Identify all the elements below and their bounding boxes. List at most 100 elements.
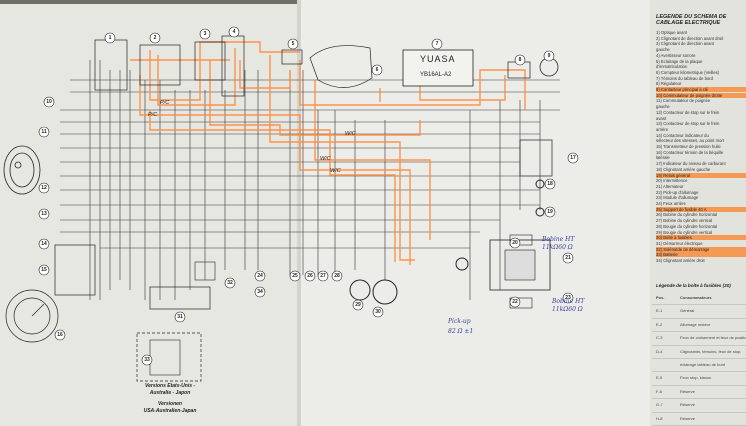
fuse-row: C-3 Feux de croisement et feux de positio… [652, 332, 746, 346]
callout-number: 21 [565, 255, 571, 261]
legend-item: 2) Clignotant de direction avant droit [656, 35, 724, 41]
legend-item: 11) Commutateur de poignée [656, 98, 711, 104]
handwritten-coil1-value: 11kΩ60 Ω [542, 244, 573, 251]
fuse-row: E-5 Feux stop, klaxon [652, 372, 746, 386]
versions-caption-3: Versionen [158, 401, 182, 407]
legend-item: gauche [656, 47, 670, 53]
legend-item: 1) Optique avant [656, 30, 687, 35]
legend-item: 3) Clignotant de direction avant [656, 41, 714, 47]
callout-number: 11 [41, 129, 47, 135]
callout-number: 18 [547, 181, 553, 187]
legend-item: 32) Solénoïde de démarrage [656, 246, 746, 252]
speedometer-icon [5, 289, 59, 343]
callout-number: 14 [41, 241, 47, 247]
legend-panel [650, 0, 746, 426]
callout-number: 19 [547, 209, 553, 215]
legend-item: 28) Bougie du cylindre horizontal [656, 223, 717, 229]
callout-number: 20 [512, 240, 518, 246]
callout-number: 8 [518, 57, 522, 63]
callout-number: 29 [355, 302, 361, 308]
fuse-row: E-2 Allumage moteur [652, 319, 746, 333]
legend-title-line1: LEGENDE DU SCHEMA DE [656, 14, 727, 20]
legend-item: 14) Contacteur indicateur du [656, 132, 709, 138]
callout-number: 27 [320, 273, 326, 279]
fuse-consumer: Feux stop, klaxon [680, 375, 712, 381]
wire-code: P/C [160, 100, 170, 106]
fuse-pos: E-2 [656, 321, 663, 327]
legend-item: 20) Intermittence [656, 178, 688, 184]
legend-item: 7) Témoins du tableau de bord [656, 75, 713, 81]
callout-number: 10 [46, 99, 52, 105]
schematic-svg [3, 26, 579, 382]
legend-item: 13) Contacteur de stop sur le frein [656, 121, 720, 127]
legend-item: gauche [656, 104, 670, 110]
fuse-consumer: Réserve [680, 415, 695, 421]
callout-number: 31 [177, 314, 183, 320]
handwritten-pickup-value: 82 Ω ±1 [448, 328, 474, 335]
legend-item: 25) Support de fusible 40 A [656, 206, 746, 212]
callout-number: 28 [334, 273, 340, 279]
callout-number: 5 [291, 41, 295, 47]
handwritten-pickup: Pick-up [448, 318, 471, 325]
center-page [300, 0, 650, 426]
legend-item: 31) Démarreur électrique [656, 240, 703, 246]
fuse-consumer: Feux de croisement et feux de position [680, 335, 746, 341]
fuse-pos: H-8 [656, 415, 663, 421]
fuse-pos: C-3 [656, 335, 663, 341]
legend-item: 5) Eclairage de la plaque [656, 58, 703, 64]
callout-number: 6 [375, 67, 379, 73]
legend-item: 27) Bobine du cylindre vertical [656, 218, 713, 224]
fuse-consumer: Réserve [680, 388, 695, 394]
wire-code: W/C [345, 131, 356, 137]
legend-item: 24) Feux arrière [656, 201, 686, 206]
legend-item: 6) Compteur kilometrique (Veilles) [656, 69, 720, 75]
legend-title: LEGENDE DU SCHEMA DE CABLAGE ELECTRIQUE [656, 14, 744, 26]
versions-caption-1: Versions Etats-Unis - [144, 383, 196, 389]
fuse-consumer: Réserve [680, 402, 695, 408]
fuse-header-name: Consommateurs [680, 295, 712, 300]
wire-code: P/C [148, 112, 158, 118]
legend-item: latérale [656, 155, 670, 161]
page-fold [297, 0, 301, 426]
legend-item: arrière [656, 126, 669, 132]
callout-number: 7 [435, 41, 439, 47]
fuse-legend-title: Légende de la boîte à fusibles (30) [656, 283, 731, 288]
legend-item: 34) Clignotant arrière droit [656, 258, 705, 263]
legend-item: 12) Contacteur de stop sur le frein [656, 109, 720, 115]
callout-number: 30 [375, 309, 381, 315]
callout-number: 24 [257, 273, 263, 279]
fuse-consumer: Allumage moteur [680, 321, 711, 327]
legend-item: 19) Relais général [656, 172, 746, 178]
legend-item: 17) Indicateur du niveau de carburant [656, 161, 726, 167]
handwritten-coil2: Bobine HT [552, 298, 585, 305]
handwritten-coil2-value: 11kΩ60 Ω [552, 306, 583, 313]
callout-number: 16 [57, 332, 63, 338]
legend-item: 9) Contacteur principal à clé [656, 87, 746, 92]
fuse-row: éclairage tableau de bord [652, 359, 746, 373]
fuse-consumer: Général [680, 308, 695, 314]
fuse-consumer: éclairage tableau de bord [680, 361, 726, 367]
legend-item: 10) Commutateur de poignée droite [656, 92, 746, 98]
legend-title-line2: CABLAGE ELECTRIQUE [656, 20, 721, 26]
callout-number: 32 [227, 280, 233, 286]
legend-item: sélecteur des vitesses, au point mort [656, 138, 724, 144]
fuse-pos: E-5 [656, 375, 663, 381]
handwritten-coil1: Bobine HT [542, 236, 575, 243]
callout-number: 4 [232, 29, 236, 35]
callout-number: 17 [570, 155, 576, 161]
legend-item: 30) Boîte à fusibles [656, 235, 746, 241]
legend-item: 15) Transmetteur de pression huile [656, 144, 721, 149]
callout-number: 34 [257, 289, 263, 295]
fuse-table-header: Pos. Consommateurs [652, 292, 746, 306]
legend-item: 21) Alternateur [656, 183, 684, 189]
callout-number: 26 [307, 273, 313, 279]
callout-number: 25 [292, 273, 298, 279]
wire-code: W/C [330, 168, 341, 174]
legend-item: 16) Contacteur témoin de la béquille [656, 149, 724, 155]
wire-code: W/C [320, 156, 331, 162]
